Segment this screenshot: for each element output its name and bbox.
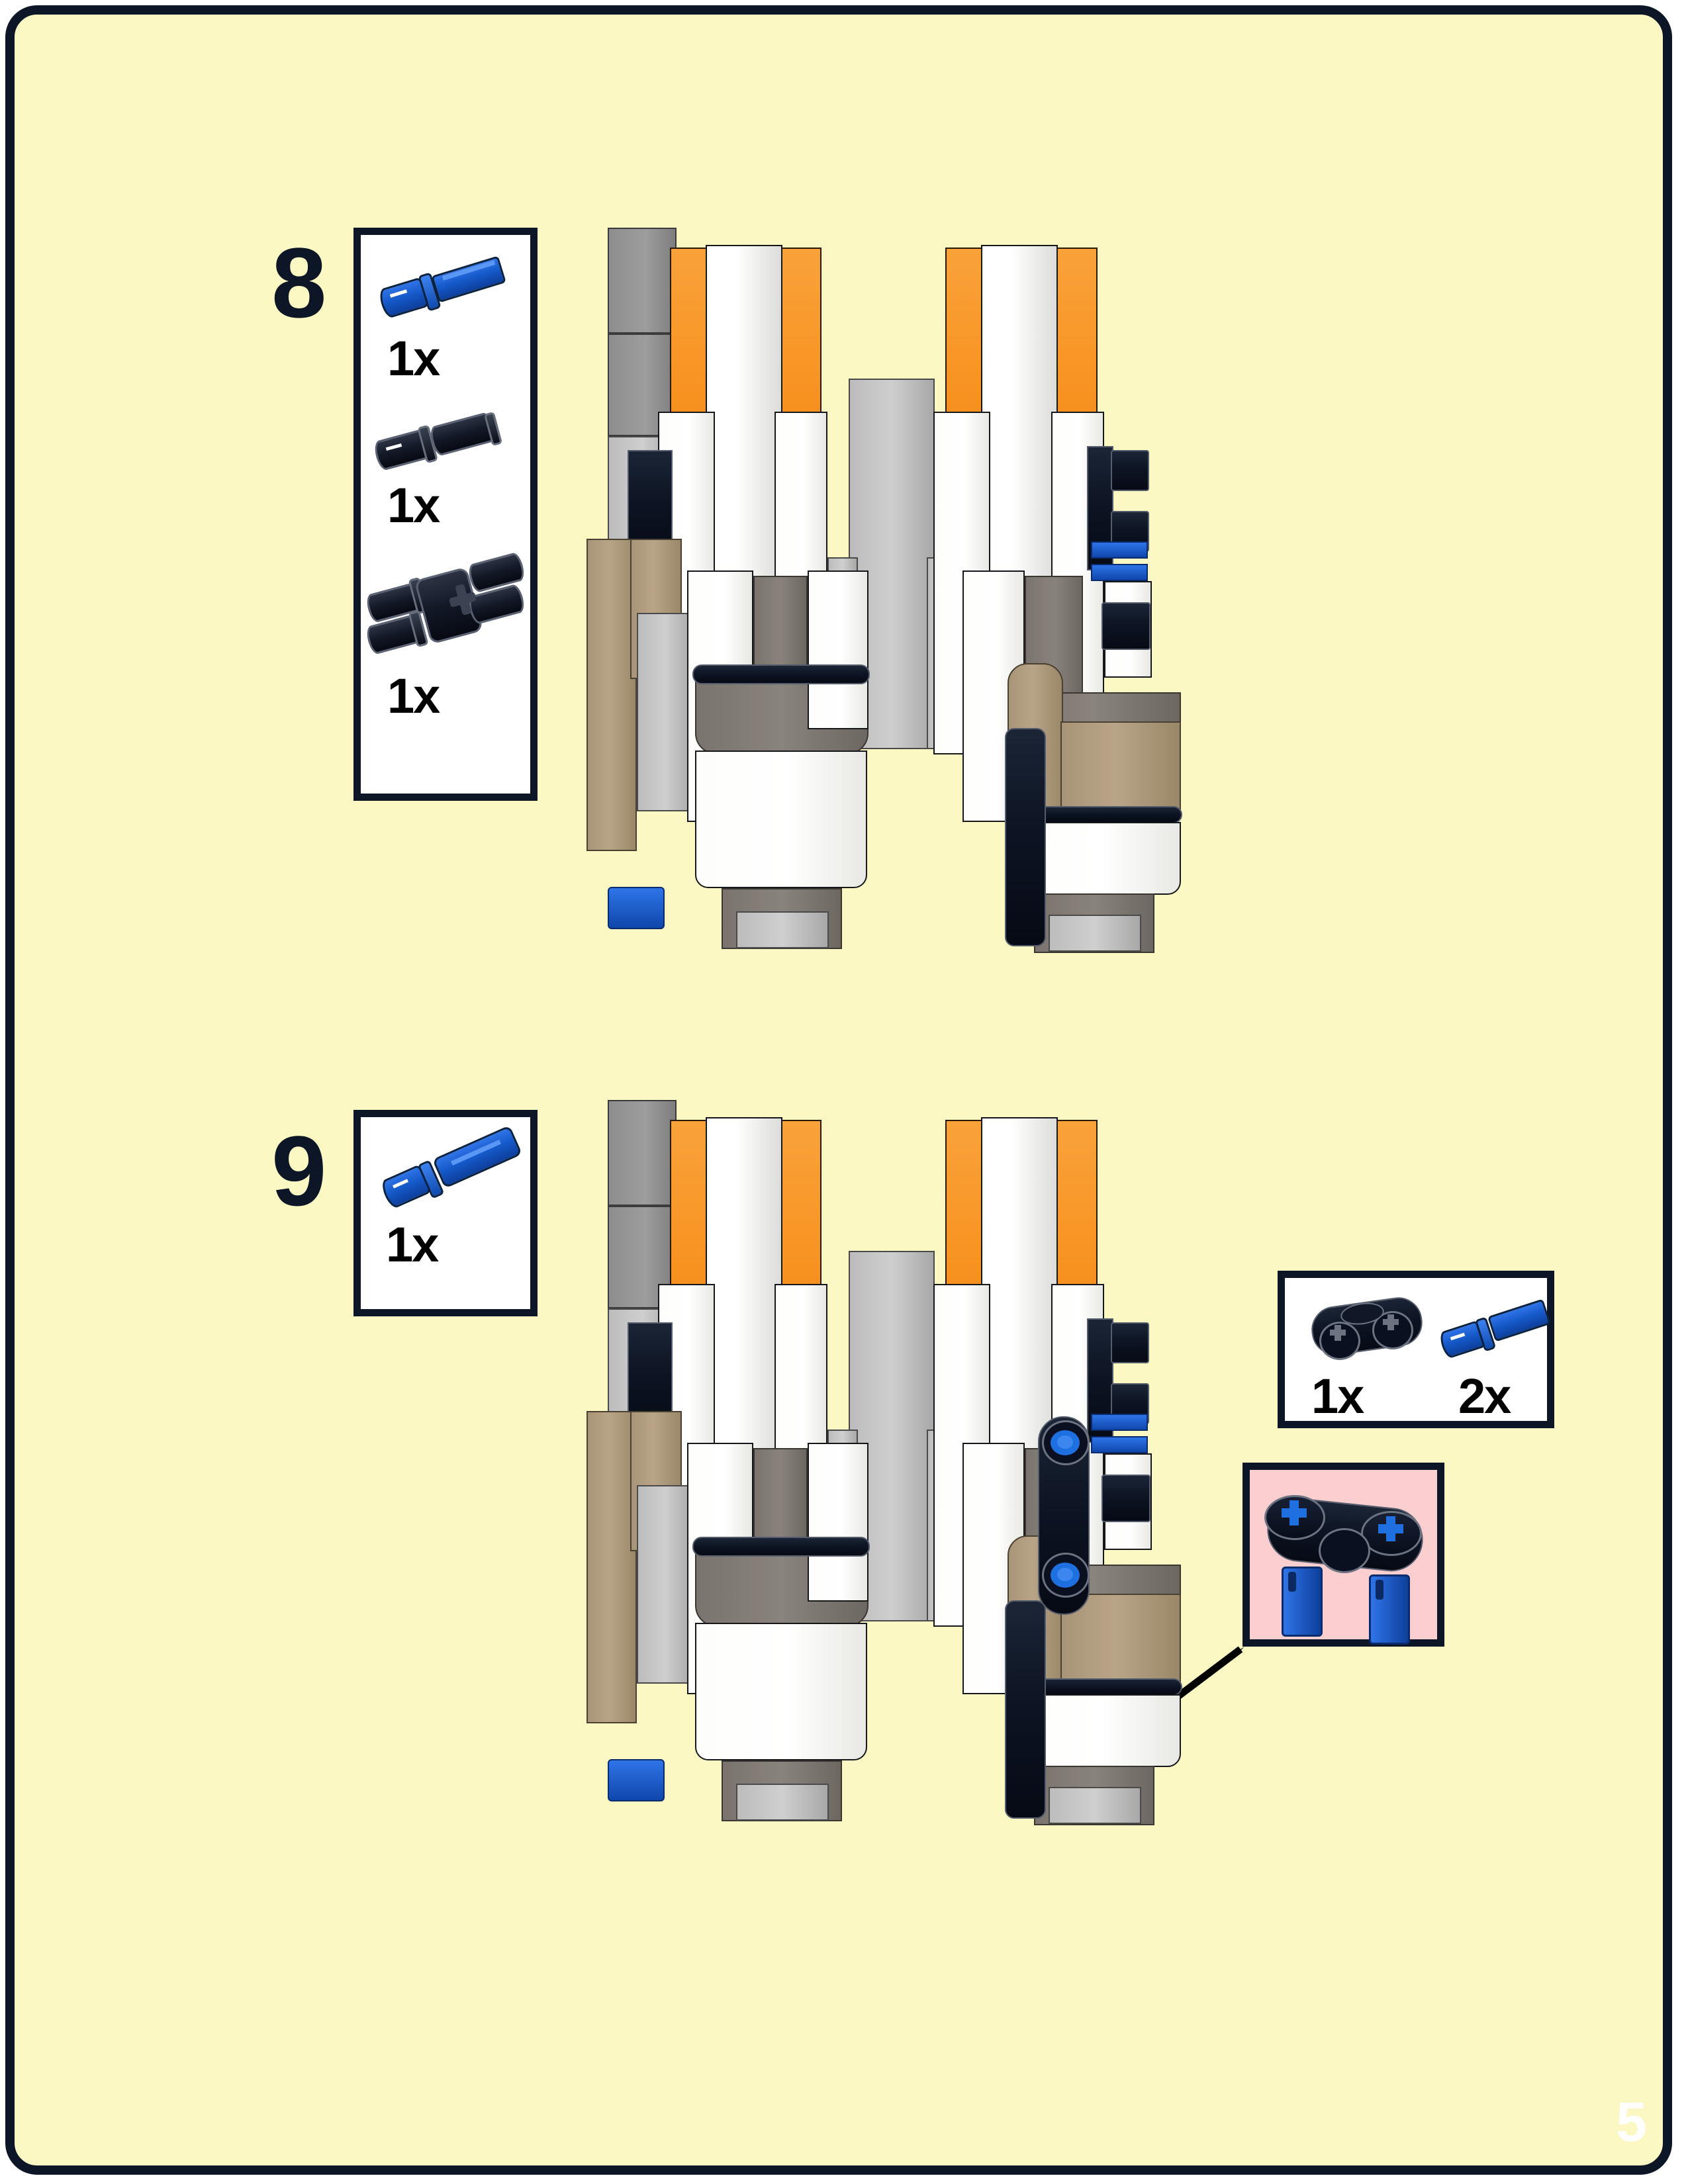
beam-with-two-blue-pins-detail-icon	[1258, 1483, 1435, 1645]
blue-axle-pin-icon	[375, 253, 521, 326]
model-assembly-step-9	[544, 1085, 1246, 1966]
part-quantity-label: 2x	[1458, 1369, 1511, 1424]
black-3-hole-beam-icon	[1299, 1289, 1432, 1368]
blue-axle-pin-icon	[1438, 1298, 1552, 1364]
parts-box-step-8: 1x 1x 1x	[353, 228, 538, 801]
installed-blue-pin-bottom	[1042, 1553, 1090, 1598]
black-pin-connector-icon	[371, 404, 524, 474]
part-quantity-label: 1x	[1311, 1369, 1364, 1424]
parts-box-step-9-extra: 1x 2x	[1278, 1271, 1554, 1428]
step-number-9: 9	[271, 1115, 326, 1226]
black-double-pin-fork-icon	[364, 546, 530, 662]
part-quantity-label: 1x	[387, 668, 440, 723]
page-number: 5	[1616, 2091, 1647, 2153]
blue-long-pin-icon	[379, 1125, 530, 1211]
installed-blue-pin-top	[1042, 1420, 1090, 1465]
part-quantity-label: 1x	[387, 478, 440, 533]
model-assembly-step-8	[544, 213, 1246, 1093]
step-number-8: 8	[271, 227, 326, 338]
part-quantity-label: 1x	[386, 1217, 439, 1272]
instruction-page: 8 1x 1x	[5, 5, 1672, 2175]
parts-box-step-9: 1x	[353, 1110, 538, 1316]
part-quantity-label: 1x	[387, 331, 440, 386]
callout-detail-box	[1243, 1463, 1444, 1647]
